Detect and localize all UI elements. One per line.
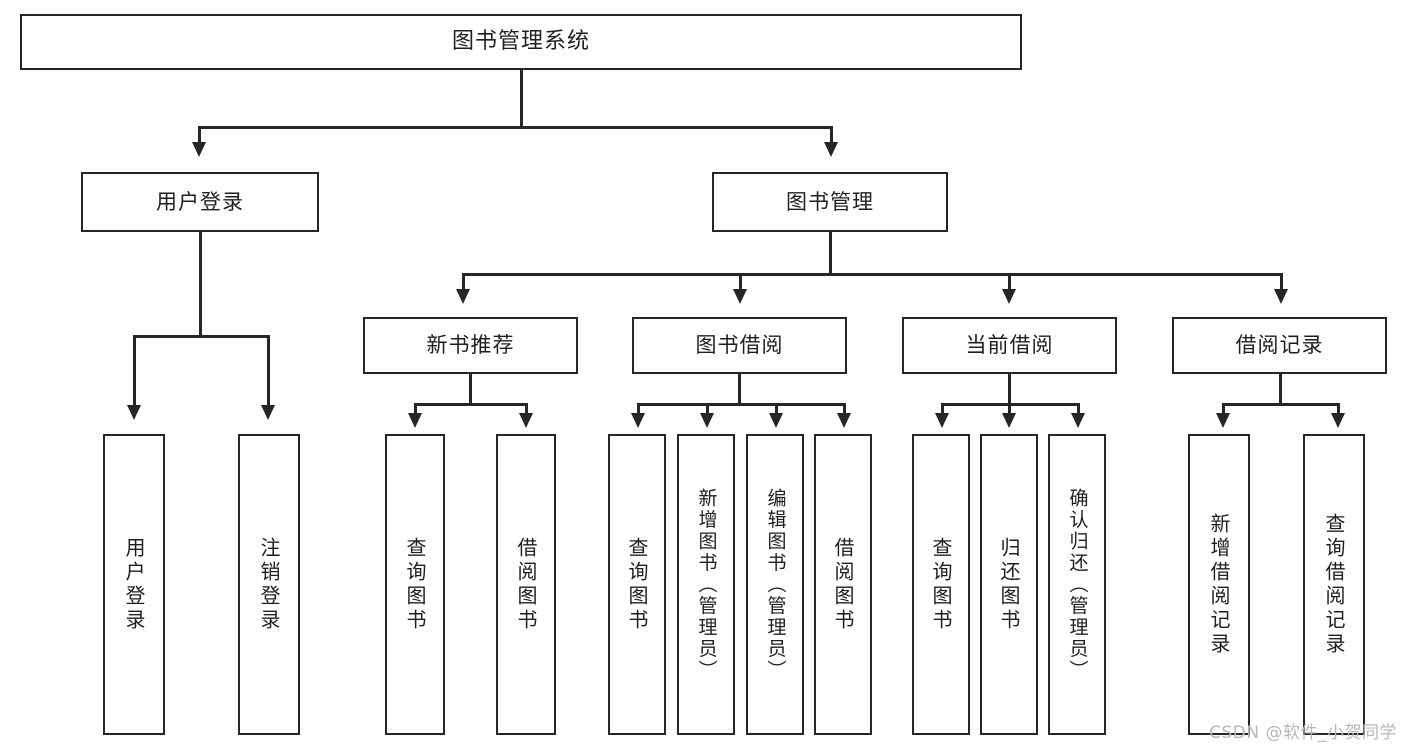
arrowhead-to-book-manage xyxy=(824,142,838,157)
connector-current-borrow-drop-3 xyxy=(1077,403,1080,415)
arrowhead-book-borrow-leaf-4 xyxy=(837,413,851,428)
node-label: 借阅图书 xyxy=(514,536,538,633)
connector-current-borrow-drop-1 xyxy=(941,403,944,415)
leaf-query-book-borrow[interactable]: 查询图书 xyxy=(608,434,666,735)
leaf-query-borrow-record[interactable]: 查询借阅记录 xyxy=(1303,434,1365,735)
node-label: 图书借阅 xyxy=(695,333,784,358)
arrowhead-current-borrow-leaf-2 xyxy=(1002,413,1016,428)
leaf-logout[interactable]: 注销登录 xyxy=(238,434,300,735)
node-label: 归还图书 xyxy=(997,536,1021,633)
node-label: 查询图书 xyxy=(929,536,953,633)
arrowhead-current-borrow-leaf-3 xyxy=(1071,413,1085,428)
connector-new-book-bus xyxy=(414,403,527,406)
connector-book-borrow-drop-4 xyxy=(843,403,846,415)
connector-root-drop-right xyxy=(830,126,833,144)
connector-current-borrow-drop-2 xyxy=(1008,403,1011,415)
connector-user-login-drop-1 xyxy=(133,335,136,407)
node-label: 新增图书（管理员） xyxy=(695,487,718,682)
connector-book-manage-drop-4 xyxy=(1280,273,1283,291)
node-label: 查询借阅记录 xyxy=(1322,512,1346,657)
connector-book-borrow-stem xyxy=(738,374,741,405)
leaf-borrow-book[interactable]: 借阅图书 xyxy=(814,434,872,735)
node-label: 用户登录 xyxy=(122,536,146,633)
node-label: 确认归还（管理员） xyxy=(1066,487,1089,682)
node-label: 借阅记录 xyxy=(1235,333,1324,358)
node-label: 注销登录 xyxy=(257,536,281,633)
node-label: 图书管理系统 xyxy=(451,29,590,55)
arrowhead-to-book-borrow xyxy=(733,289,747,304)
leaf-query-book-current[interactable]: 查询图书 xyxy=(912,434,970,735)
connector-borrow-record-drop-2 xyxy=(1337,403,1340,415)
connector-borrow-record-drop-1 xyxy=(1222,403,1225,415)
connector-new-book-drop-2 xyxy=(525,403,528,415)
leaf-return-book[interactable]: 归还图书 xyxy=(980,434,1038,735)
node-label: 新书推荐 xyxy=(426,333,515,358)
connector-book-manage-drop-2 xyxy=(739,273,742,291)
connector-current-borrow-stem xyxy=(1008,374,1011,405)
connector-root-stem xyxy=(520,70,523,128)
node-label: 图书管理 xyxy=(786,189,874,214)
connector-user-login-bus xyxy=(133,335,269,338)
node-label: 用户登录 xyxy=(156,189,244,214)
connector-book-manage-bus xyxy=(462,273,1282,276)
node-label: 借阅图书 xyxy=(831,536,855,633)
arrowhead-book-borrow-leaf-1 xyxy=(631,413,645,428)
node-user-login[interactable]: 用户登录 xyxy=(81,172,319,232)
leaf-add-book-admin[interactable]: 新增图书（管理员） xyxy=(677,434,735,735)
connector-new-book-drop-1 xyxy=(414,403,417,415)
arrowhead-current-borrow-leaf-1 xyxy=(935,413,949,428)
node-book-management[interactable]: 图书管理 xyxy=(712,172,948,232)
arrowhead-borrow-record-leaf-2 xyxy=(1331,413,1345,428)
connector-new-book-stem xyxy=(469,374,472,405)
node-borrow-record[interactable]: 借阅记录 xyxy=(1172,317,1387,374)
arrowhead-book-borrow-leaf-2 xyxy=(700,413,714,428)
arrowhead-borrow-record-leaf-1 xyxy=(1216,413,1230,428)
connector-borrow-record-bus xyxy=(1222,403,1339,406)
node-root-system[interactable]: 图书管理系统 xyxy=(20,14,1022,70)
csdn-watermark: CSDN @软件_小贺同学 xyxy=(1209,723,1397,743)
arrowhead-user-login-leaf-1 xyxy=(127,405,141,420)
node-label: 编辑图书（管理员） xyxy=(764,487,787,682)
connector-user-login-drop-2 xyxy=(267,335,270,407)
leaf-add-borrow-record[interactable]: 新增借阅记录 xyxy=(1188,434,1250,735)
arrowhead-to-user-login xyxy=(192,142,206,157)
node-label: 新增借阅记录 xyxy=(1207,512,1231,657)
leaf-borrow-book-newbook[interactable]: 借阅图书 xyxy=(496,434,556,735)
connector-book-borrow-drop-3 xyxy=(775,403,778,415)
arrowhead-to-new-book xyxy=(456,289,470,304)
connector-user-login-stem xyxy=(199,232,202,337)
leaf-query-book-newbook[interactable]: 查询图书 xyxy=(385,434,445,735)
connector-root-bus xyxy=(198,126,832,129)
node-label: 查询图书 xyxy=(625,536,649,633)
leaf-edit-book-admin[interactable]: 编辑图书（管理员） xyxy=(746,434,804,735)
connector-root-drop-left xyxy=(198,126,201,144)
arrowhead-new-book-leaf-2 xyxy=(519,413,533,428)
node-new-book-recommend[interactable]: 新书推荐 xyxy=(363,317,578,374)
arrowhead-book-borrow-leaf-3 xyxy=(769,413,783,428)
connector-book-manage-stem xyxy=(829,232,832,275)
connector-book-manage-drop-1 xyxy=(462,273,465,291)
node-label: 当前借阅 xyxy=(965,333,1054,358)
arrowhead-to-borrow-record xyxy=(1274,289,1288,304)
connector-book-borrow-drop-2 xyxy=(706,403,709,415)
node-book-borrow[interactable]: 图书借阅 xyxy=(632,317,847,374)
node-current-borrow[interactable]: 当前借阅 xyxy=(902,317,1117,374)
arrowhead-new-book-leaf-1 xyxy=(408,413,422,428)
leaf-confirm-return-admin[interactable]: 确认归还（管理员） xyxy=(1048,434,1106,735)
connector-borrow-record-stem xyxy=(1279,374,1282,405)
connector-book-manage-drop-3 xyxy=(1008,273,1011,291)
connector-book-borrow-bus xyxy=(637,403,845,406)
arrowhead-to-current-borrow xyxy=(1002,289,1016,304)
node-label: 查询图书 xyxy=(403,536,427,633)
leaf-user-login[interactable]: 用户登录 xyxy=(103,434,165,735)
arrowhead-user-login-leaf-2 xyxy=(261,405,275,420)
connector-book-borrow-drop-1 xyxy=(637,403,640,415)
